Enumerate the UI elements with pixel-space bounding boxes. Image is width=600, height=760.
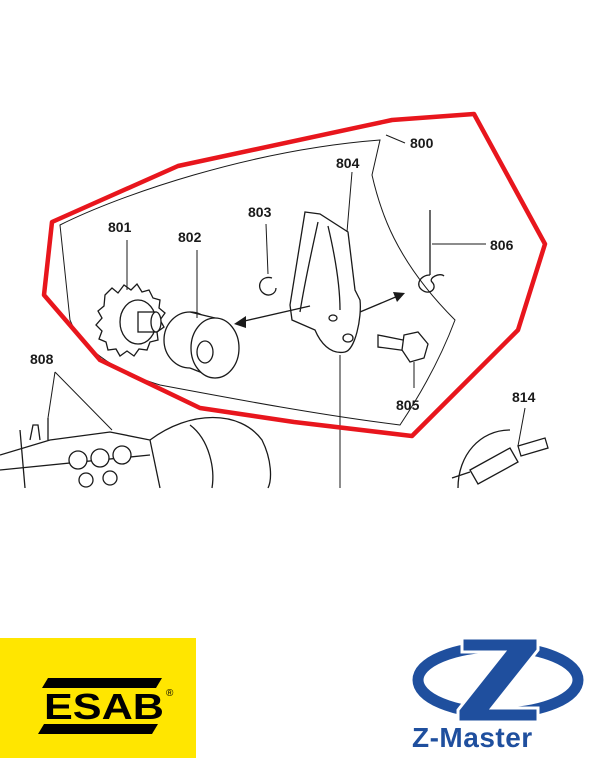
label-804: 804 [336,155,360,171]
pressure-arm-804 [289,171,361,488]
esab-registered-mark: ® [166,688,174,699]
leader-800 [385,134,406,144]
motor-housing [0,416,272,489]
spring-806 [418,210,486,293]
zmaster-logo-text: Z-Master [412,722,533,753]
label-805: 805 [396,397,420,413]
label-803: 803 [248,204,272,220]
zmaster-logo: Z-Master [400,630,600,760]
esab-logo-text: ESAB [44,686,164,727]
zmaster-logo-mark [412,636,584,724]
esab-logo: ESAB ® [0,638,196,758]
label-800: 800 [410,135,434,151]
circlip-803 [258,223,277,296]
connector-814 [451,407,549,489]
label-802: 802 [178,229,202,245]
bolt-805 [377,331,429,388]
label-806: 806 [490,237,514,253]
cover-plate-outline [59,139,456,426]
highlight-outline [41,111,548,439]
label-808: 808 [30,351,54,367]
label-801: 801 [108,219,132,235]
sprocket-801 [95,240,166,357]
exploded-parts-diagram: 800 801 802 803 804 805 806 808 814 [0,111,549,489]
roller-802 [163,250,240,379]
esab-logo-mark: ESAB ® [38,678,174,734]
leader-808 [47,371,113,431]
label-814: 814 [512,389,536,405]
direction-arrows [234,292,405,328]
